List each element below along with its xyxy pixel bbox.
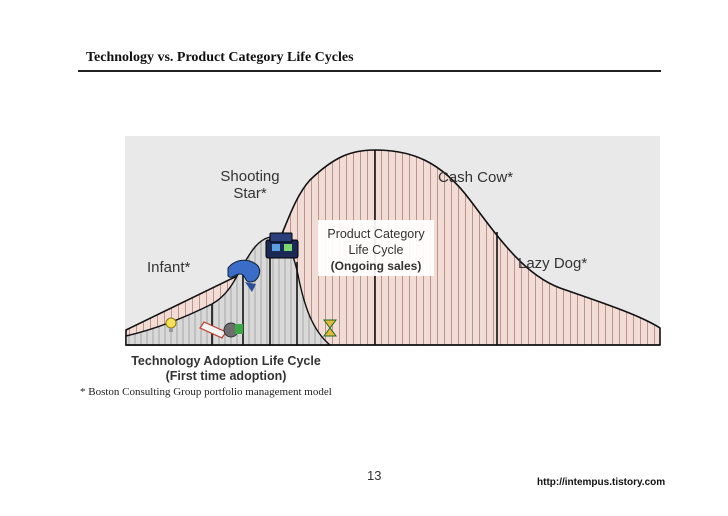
label-product-category-2: Life Cycle (349, 243, 404, 257)
label-product-category-3: (Ongoing sales) (331, 259, 422, 273)
hourglass-icon (323, 319, 337, 337)
slide-title: Technology vs. Product Category Life Cyc… (86, 50, 354, 65)
dolphin-icon (227, 259, 261, 292)
footnote: * Boston Consulting Group portfolio mana… (80, 386, 332, 398)
label-shooting-star-1: Shooting (220, 168, 279, 185)
label-adoption-2: (First time adoption) (166, 369, 287, 383)
footer-url[interactable]: http://intempus.tistory.com (537, 477, 666, 488)
label-cash-cow: Cash Cow* (438, 169, 513, 186)
toolbox-icon (265, 232, 299, 259)
rocket-icon (199, 321, 243, 339)
label-lazy-dog: Lazy Dog* (518, 255, 587, 272)
page-number: 13 (367, 468, 382, 483)
title-rule (78, 70, 661, 72)
label-product-category-1: Product Category (327, 227, 425, 241)
label-adoption-1: Technology Adoption Life Cycle (131, 354, 321, 368)
label-infant: Infant* (147, 259, 191, 276)
lightbulb-icon (165, 317, 177, 332)
technology-adoption-curve (125, 235, 332, 346)
product-category-label-box (318, 220, 434, 276)
label-shooting-star-2: Star* (233, 185, 267, 202)
